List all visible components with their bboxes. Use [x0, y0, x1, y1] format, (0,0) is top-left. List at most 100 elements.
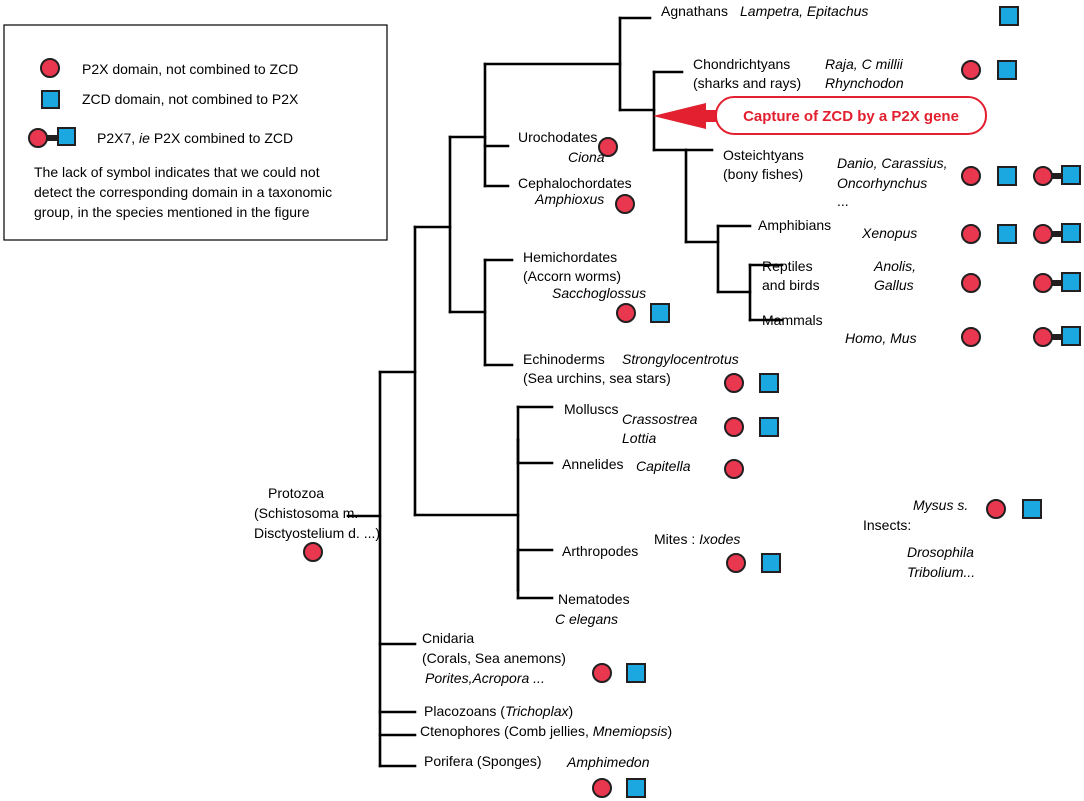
urochodates-p2x-circle-icon [598, 137, 618, 157]
osteichtyans-p2x7-circle-icon [1033, 166, 1053, 186]
mites-p2x-circle-icon [726, 553, 746, 573]
mites-zcd-square-icon [761, 553, 781, 573]
amphibians-zcd-square-icon [997, 224, 1017, 244]
reptiles-p2x7-square-icon [1061, 272, 1081, 292]
species-osteichtyans-2: Oncorhynchus [837, 175, 927, 191]
legend-note-line2: detect the corresponding domain in a tax… [34, 184, 332, 200]
species-hemichordates: Sacchoglossus [552, 285, 646, 301]
osteichtyans-zcd-square-icon [997, 166, 1017, 186]
molluscs-zcd-square-icon [759, 417, 779, 437]
label-echinoderms: Echinoderms [523, 351, 605, 367]
label-reptiles: Reptiles [762, 258, 813, 274]
amphibians-p2x7-square-icon [1061, 223, 1081, 243]
label-cephalochordates: Cephalochordates [518, 175, 632, 191]
callout-arrow-icon [653, 103, 722, 129]
label-echinoderms-common: (Sea urchins, sea stars) [523, 370, 671, 386]
tree-branches [346, 16, 784, 768]
label-amphibians: Amphibians [758, 217, 831, 233]
label-cnidaria: Cnidaria [422, 630, 474, 646]
species-urochodates: Ciona [568, 149, 605, 165]
legend-circle-label: P2X domain, not combined to ZCD [82, 61, 298, 77]
species-reptiles-2: Gallus [874, 277, 914, 293]
cnidaria-p2x-circle-icon [592, 663, 612, 683]
legend-p2x-circle-icon [40, 58, 60, 78]
species-annelides: Capitella [636, 458, 691, 474]
species-chondrichtyans-2: Rhynchodon [825, 75, 904, 91]
legend-p2x7-circle-icon [28, 128, 48, 148]
molluscs-p2x-circle-icon [724, 417, 744, 437]
mammals-p2x7-circle-icon [1033, 327, 1053, 347]
label-protozoa-2: (Schistosoma m. [254, 505, 358, 521]
chondrichtyans-zcd-square-icon [997, 60, 1017, 80]
porifera-zcd-square-icon [626, 778, 646, 798]
label-chondrichtyans: Chondrichtyans [693, 56, 790, 72]
legend: P2X domain, not combined to ZCD ZCD doma… [3, 24, 388, 241]
annelides-p2x-circle-icon [724, 459, 744, 479]
label-reptiles-2: and birds [762, 277, 820, 293]
label-hemichordates: Hemichordates [523, 249, 617, 265]
label-mites: Mites : Ixodes [654, 531, 740, 547]
mammals-p2x7-square-icon [1061, 326, 1081, 346]
label-hemichordates-common: (Accorn worms) [523, 268, 621, 284]
species-mammals: Homo, Mus [845, 330, 917, 346]
echinoderms-zcd-square-icon [759, 373, 779, 393]
species-chondrichtyans-1: Raja, C millii [825, 56, 904, 72]
label-insects: Insects: [863, 517, 911, 533]
callout-capture-zcd: Capture of ZCD by a P2X gene [653, 96, 987, 135]
osteichtyans-p2x7-square-icon [1061, 165, 1081, 185]
legend-note-line1: The lack of symbol indicates that we cou… [34, 164, 320, 180]
label-molluscs: Molluscs [564, 401, 618, 417]
legend-note-line3: group, in the species mentioned in the f… [34, 204, 310, 220]
species-cnidaria: Porites,Acropora ... [425, 670, 545, 686]
species-reptiles-1: Anolis, [873, 258, 916, 274]
species-osteichtyans-1: Danio, Carassius, [837, 155, 948, 171]
hemichordates-zcd-square-icon [650, 303, 670, 323]
label-osteichtyans: Osteichtyans [723, 147, 804, 163]
amphibians-p2x7-circle-icon [1033, 224, 1053, 244]
label-placozoans: Placozoans (Trichoplax) [424, 703, 573, 719]
label-nematodes: Nematodes [558, 591, 630, 607]
label-urochodates: Urochodates [518, 129, 597, 145]
species-nematodes: C elegans [555, 611, 618, 627]
label-arthropodes: Arthropodes [562, 543, 638, 559]
cnidaria-zcd-square-icon [626, 663, 646, 683]
label-ctenophores: Ctenophores (Comb jellies, Mnemiopsis) [420, 723, 672, 739]
species-molluscs-2: Lottia [622, 430, 656, 446]
label-chondrichtyans-common: (sharks and rays) [693, 75, 801, 91]
insects-p2x-circle-icon [986, 499, 1006, 519]
label-osteichtyans-common: (bony fishes) [723, 166, 803, 182]
species-amphibians: Xenopus [861, 225, 917, 241]
chondrichtyans-p2x-circle-icon [961, 60, 981, 80]
species-molluscs-1: Crassostrea [622, 411, 698, 427]
legend-square-label: ZCD domain, not combined to P2X [82, 91, 299, 107]
protozoa-p2x-circle-icon [303, 542, 323, 562]
species-porifera: Amphimedon [566, 754, 650, 770]
legend-zcd-square-icon [41, 90, 60, 109]
echinoderms-p2x-circle-icon [724, 373, 744, 393]
legend-combined-label: P2X7, ie P2X combined to ZCD [97, 130, 293, 146]
label-protozoa-3: Disctyostelium d. ...) [254, 525, 380, 541]
species-insects-1: Mysus s. [913, 497, 968, 513]
cephalochordates-p2x-circle-icon [615, 194, 635, 214]
label-agnathans: Agnathans [661, 3, 728, 19]
label-annelides: Annelides [562, 456, 624, 472]
hemichordates-p2x-circle-icon [616, 303, 636, 323]
callout-label: Capture of ZCD by a P2X gene [743, 108, 959, 125]
label-mammals: Mammals [762, 312, 823, 328]
agnathans-zcd-square-icon [999, 6, 1019, 26]
insects-zcd-square-icon [1022, 499, 1042, 519]
mammals-p2x-circle-icon [961, 327, 981, 347]
reptiles-p2x-circle-icon [961, 273, 981, 293]
species-echinoderms: Strongylocentrotus [622, 351, 739, 367]
species-osteichtyans-3: ... [837, 193, 849, 209]
amphibians-p2x-circle-icon [961, 224, 981, 244]
species-agnathans: Lampetra, Epitachus [740, 3, 868, 19]
porifera-p2x-circle-icon [592, 778, 612, 798]
label-cnidaria-common: (Corals, Sea anemons) [422, 650, 566, 666]
label-porifera: Porifera (Sponges) [424, 753, 542, 769]
label-protozoa: Protozoa [268, 485, 324, 501]
legend-p2x7-square-icon [57, 127, 76, 146]
species-insects-2: Drosophila [907, 544, 974, 560]
taxon-labels: Agnathans Lampetra, Epitachus Chondricht… [254, 3, 975, 770]
